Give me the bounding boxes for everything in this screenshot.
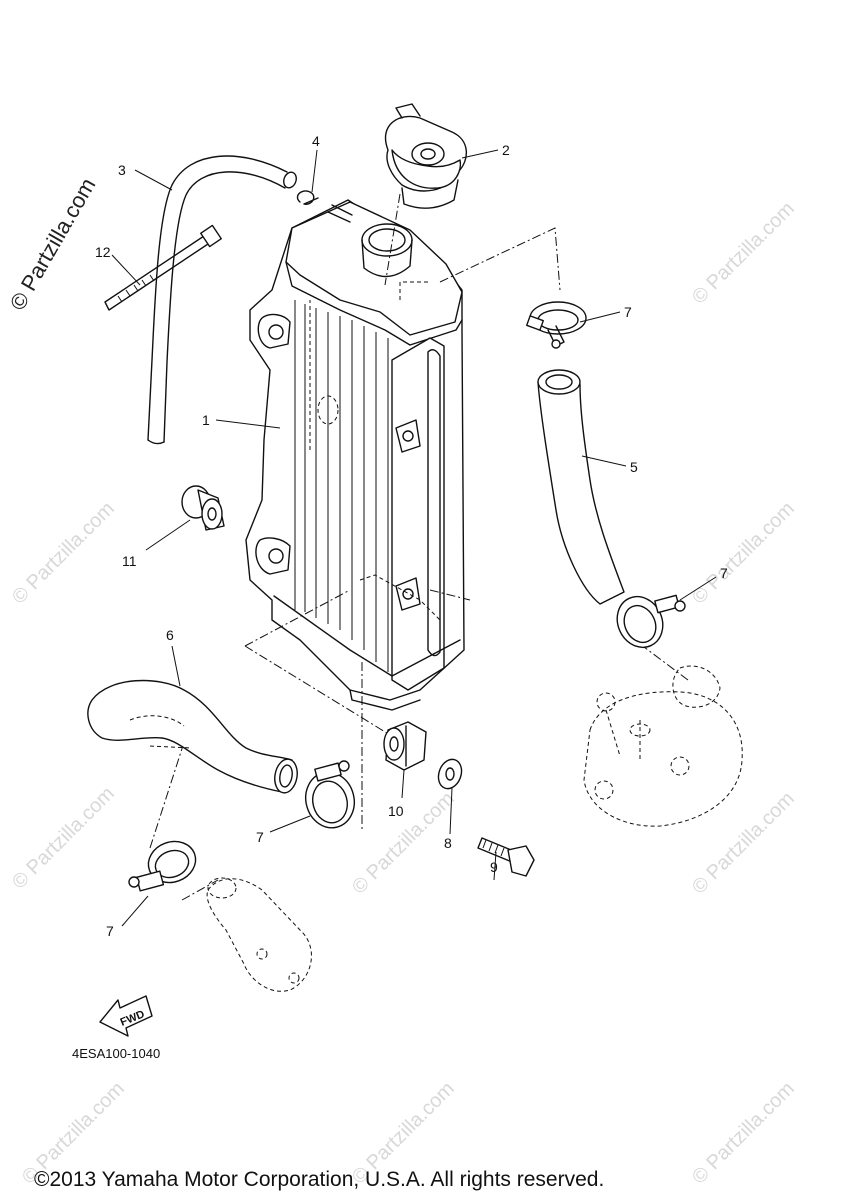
radiator bbox=[245, 199, 465, 711]
hose-clip bbox=[296, 190, 319, 205]
bolt bbox=[477, 837, 535, 877]
callout-7: 7 bbox=[624, 304, 632, 320]
callout-7: 7 bbox=[720, 565, 728, 581]
hose-clamp-center bbox=[305, 760, 355, 829]
radiator-cap bbox=[385, 103, 467, 209]
callout-1: 1 bbox=[202, 412, 210, 428]
water-pump-inlet-housing bbox=[206, 877, 312, 992]
callout-11: 11 bbox=[122, 553, 137, 569]
callout-2: 2 bbox=[502, 142, 510, 158]
watermark: © Partzilla.com bbox=[688, 788, 799, 899]
watermark: © Partzilla.com bbox=[688, 1078, 799, 1189]
callout-7: 7 bbox=[256, 829, 264, 845]
hose-clamp-lower-right bbox=[616, 594, 686, 649]
water-pump-cover bbox=[583, 665, 743, 827]
callout-3: 3 bbox=[118, 162, 126, 178]
callout-6: 6 bbox=[166, 627, 174, 643]
assembly-lines bbox=[149, 193, 689, 901]
callout-7: 7 bbox=[106, 923, 114, 939]
bushing bbox=[181, 485, 225, 531]
diagram-code: 4ESA100-1040 bbox=[72, 1046, 160, 1061]
cable-tie bbox=[104, 224, 222, 311]
upper-radiator-hose bbox=[537, 369, 625, 605]
watermark: © Partzilla.com bbox=[8, 783, 119, 894]
callout-9: 9 bbox=[490, 859, 498, 875]
watermark: © Partzilla.com bbox=[688, 498, 799, 609]
forward-arrow-icon: FWD bbox=[99, 995, 153, 1037]
hose-clamp-lower-left bbox=[128, 840, 197, 892]
grommet bbox=[383, 721, 427, 771]
callout-8: 8 bbox=[444, 835, 452, 851]
copyright-notice: ©2013 Yamaha Motor Corporation, U.S.A. A… bbox=[34, 1168, 604, 1191]
callout-12: 12 bbox=[95, 244, 111, 260]
callout-5: 5 bbox=[630, 459, 638, 475]
callout-labels: 1 2 3 4 5 6 7 7 7 7 8 9 10 11 12 bbox=[95, 133, 728, 939]
watermark-main: © Partzilla.com bbox=[5, 174, 101, 315]
watermark: © Partzilla.com bbox=[688, 198, 799, 309]
collar bbox=[437, 758, 463, 790]
callout-4: 4 bbox=[312, 133, 320, 149]
hose-clamp-upper-right bbox=[526, 301, 587, 349]
callout-leaders bbox=[111, 149, 717, 927]
watermark: © Partzilla.com bbox=[8, 498, 119, 609]
lower-radiator-hose bbox=[87, 679, 298, 794]
callout-10: 10 bbox=[388, 803, 404, 819]
